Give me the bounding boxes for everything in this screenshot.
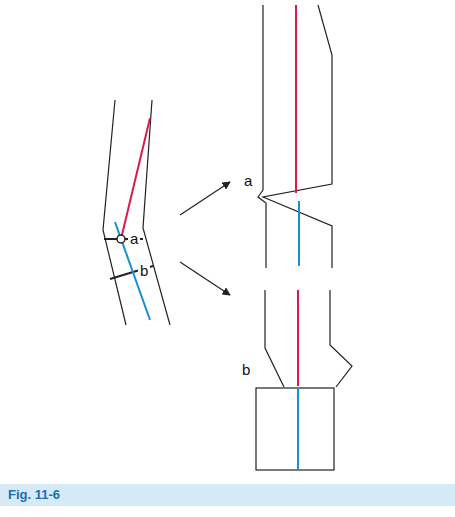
outline [103,100,126,325]
callout-letter: b [138,263,150,279]
callout-letter: b [240,362,252,378]
caption-band [0,484,455,506]
figure-caption: Fig. 11-6 [8,487,60,502]
callout-letter: a [242,173,254,189]
callout-letter: a [128,231,140,247]
